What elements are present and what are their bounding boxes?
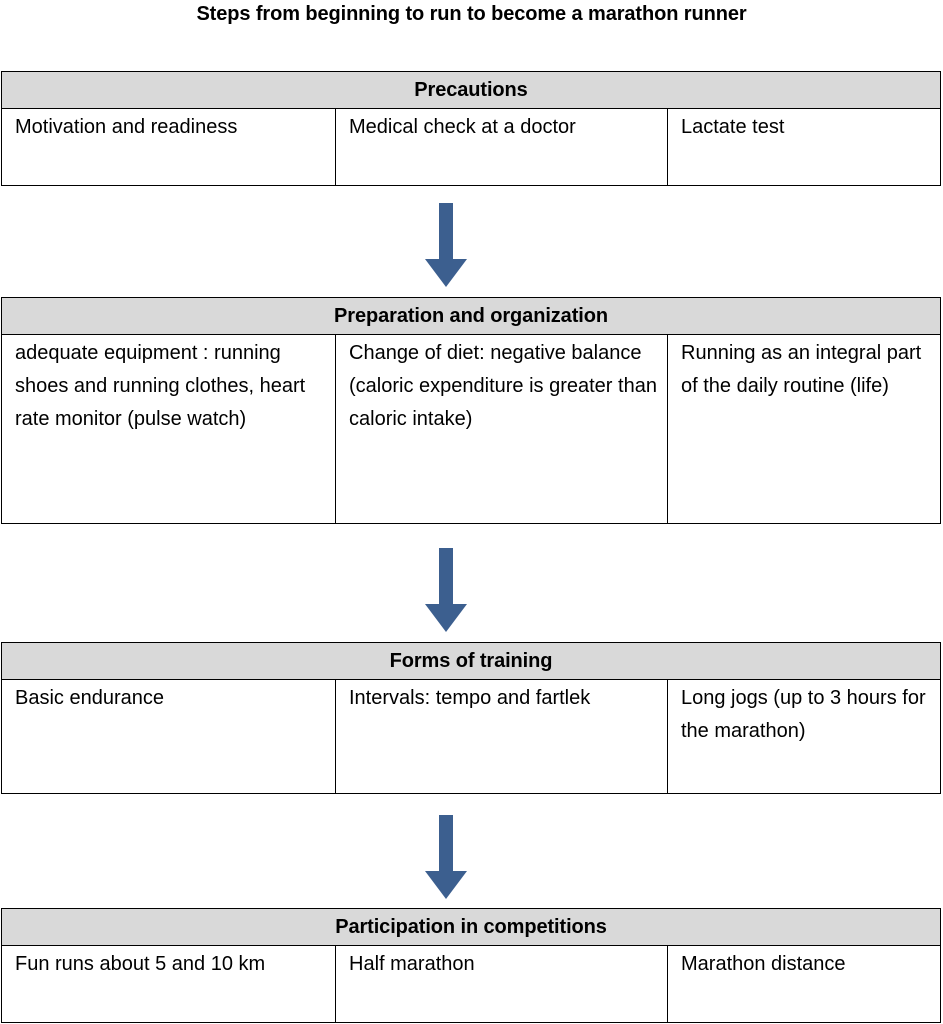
stage-block-preparation: Preparation and organization adequate eq… (1, 297, 941, 524)
cell-training-2: Intervals: tempo and fartlek (336, 680, 668, 793)
cell-competitions-1: Fun runs about 5 and 10 km (2, 946, 336, 1022)
cell-training-1: Basic endurance (2, 680, 336, 793)
stage-body-training: Basic endurance Intervals: tempo and far… (2, 680, 940, 793)
stage-header-training: Forms of training (2, 643, 940, 680)
arrow-down-icon-2 (425, 548, 467, 632)
cell-competitions-3: Marathon distance (681, 953, 846, 975)
stage-block-competitions: Participation in competitions Fun runs a… (1, 908, 941, 1023)
page-title: Steps from beginning to run to become a … (196, 3, 747, 25)
stage-block-precautions: Precautions Motivation and readiness Med… (1, 71, 941, 186)
stage-header-preparation: Preparation and organization (2, 298, 940, 335)
cell-preparation-1: adequate equipment : running shoes and r… (2, 335, 336, 523)
cell-preparation-2: Change of diet: negative balance (calori… (336, 335, 668, 523)
cell-precautions-3: Lactate test (681, 116, 785, 138)
arrow-down-icon-1 (425, 203, 467, 287)
cell-preparation-3: Running as an integral part of the daily… (681, 342, 922, 397)
cell-competitions-2: Half marathon (336, 946, 668, 1022)
cell-training-3: Long jogs (up to 3 hours for the maratho… (681, 687, 926, 742)
stage-body-competitions: Fun runs about 5 and 10 km Half marathon… (2, 946, 940, 1022)
stage-header-precautions: Precautions (2, 72, 940, 109)
stage-header-competitions: Participation in competitions (2, 909, 940, 946)
stage-body-preparation: adequate equipment : running shoes and r… (2, 335, 940, 523)
stage-body-precautions: Motivation and readiness Medical check a… (2, 109, 940, 185)
cell-precautions-2: Medical check at a doctor (336, 109, 668, 185)
stage-block-training: Forms of training Basic endurance Interv… (1, 642, 941, 794)
arrow-down-icon-3 (425, 815, 467, 899)
cell-precautions-1: Motivation and readiness (2, 109, 336, 185)
